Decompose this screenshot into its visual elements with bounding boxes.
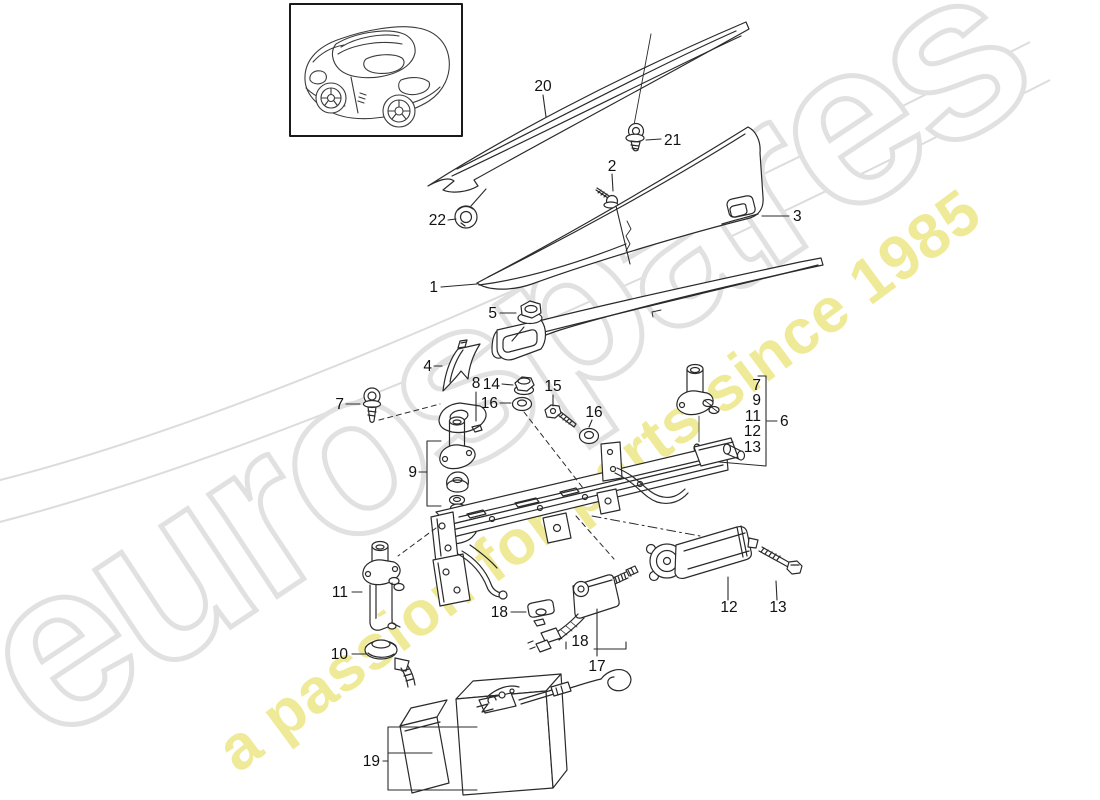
part-12-motor <box>645 525 759 582</box>
part-6-mount-assembly <box>676 363 720 460</box>
part-label-16a: 16 <box>481 395 498 412</box>
car-illustration <box>304 26 450 128</box>
part-label-13: 13 <box>769 599 786 616</box>
part-7-screw <box>362 387 382 424</box>
part-label-9: 9 <box>408 464 417 481</box>
part-label-11: 11 <box>332 584 348 601</box>
part-5-nut <box>517 300 543 325</box>
part-20-spoiler-lip <box>427 21 750 193</box>
part-label-21: 21 <box>664 132 681 149</box>
part-22-grommet <box>454 205 478 229</box>
spoiler-body-panel <box>491 257 824 361</box>
part-18-clip <box>527 599 555 627</box>
part-label-16b: 16 <box>585 404 602 421</box>
part-label-7: 7 <box>335 396 344 413</box>
part-label-2: 2 <box>608 158 617 175</box>
part-label-17: 17 <box>588 658 605 675</box>
part-label-12: 12 <box>720 599 737 616</box>
part-label-6: 6 <box>780 413 789 430</box>
part-label-18a: 18 <box>491 604 508 621</box>
part-label-18b: 18 <box>571 633 588 650</box>
part-11-lift-cylinder <box>362 540 405 631</box>
group6-item-11: 11 <box>745 408 761 425</box>
part-label-14: 14 <box>483 376 501 393</box>
part-17-microswitch <box>527 565 639 653</box>
part-21-screw <box>625 33 652 152</box>
leader-lines-dashed <box>378 403 701 560</box>
part-label-3: 3 <box>793 208 802 225</box>
group6-item-13: 13 <box>744 439 761 456</box>
car-inset-box <box>289 3 463 137</box>
group6-item-9: 9 <box>752 392 761 409</box>
part-label-1: 1 <box>429 279 438 296</box>
part-16-washer-a <box>511 396 533 412</box>
part-19-latch-assembly <box>399 669 632 796</box>
part-4-bracket <box>442 339 481 392</box>
part-label-8: 8 <box>472 375 481 392</box>
part-label-19: 19 <box>363 753 380 770</box>
part-label-4: 4 <box>423 358 432 375</box>
part-10-valve <box>364 639 416 688</box>
part-label-20: 20 <box>534 78 552 95</box>
watermark-brand: eurospares <box>0 0 1071 792</box>
part-14-nut <box>513 376 535 396</box>
part-label-10: 10 <box>331 646 349 663</box>
part-13-bolt <box>758 546 803 575</box>
part-label-22: 22 <box>429 212 446 229</box>
callout-labels: 20 21 2 22 3 1 5 4 7 8 14 16 15 16 9 7 9… <box>331 78 802 770</box>
part-16-washer-b <box>578 427 600 445</box>
part-1-blade-edge <box>478 243 627 286</box>
part-2-screw <box>595 187 619 209</box>
frame-crossmember <box>430 437 746 607</box>
group6-item-7: 7 <box>752 377 761 394</box>
part-15-bolt <box>544 404 577 428</box>
part-label-5: 5 <box>488 305 497 322</box>
leader-lines <box>345 94 790 791</box>
part-label-15: 15 <box>544 378 561 395</box>
watermark-brand-text: eurospares <box>0 0 1071 792</box>
group6-item-12: 12 <box>744 423 761 440</box>
